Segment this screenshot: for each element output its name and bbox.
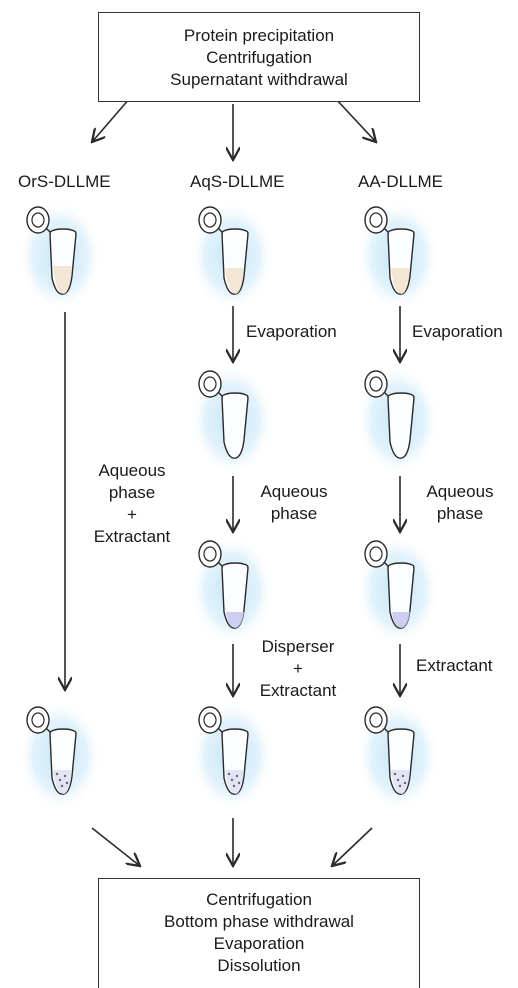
label-ors-reagents: Aqueous phase + Extractant xyxy=(86,460,178,548)
label-ors-reagents-4: Extractant xyxy=(86,526,178,548)
label-aqs-disperser-3: Extractant xyxy=(250,680,346,702)
label-aa-aqueous-1: Aqueous xyxy=(420,481,500,503)
label-aqs-disperser: Disperser + Extractant xyxy=(250,636,346,702)
tube-aqs-sample xyxy=(190,201,274,311)
label-ors-reagents-3: + xyxy=(86,504,178,526)
arrow-top-to-aa xyxy=(335,98,376,142)
bottom-step-line-4: Dissolution xyxy=(99,955,419,977)
tube-aa-sample xyxy=(356,201,440,311)
bottom-step-line-3: Evaporation xyxy=(99,933,419,955)
label-aqs-aqueous-1: Aqueous xyxy=(254,481,334,503)
tube-aqs-cloudy xyxy=(190,701,274,811)
bottom-step-box: Centrifugation Bottom phase withdrawal E… xyxy=(98,878,420,988)
top-step-line-3: Supernatant withdrawal xyxy=(99,69,419,91)
label-aqs-aqueous: Aqueous phase xyxy=(254,481,334,525)
method-title-ors: OrS-DLLME xyxy=(18,172,111,192)
top-step-line-1: Protein precipitation xyxy=(99,25,419,47)
method-title-aa: AA-DLLME xyxy=(358,172,443,192)
arrow-ors-to-bottom xyxy=(92,828,140,866)
arrow-aa-to-bottom xyxy=(332,828,372,866)
bottom-step-line-2: Bottom phase withdrawal xyxy=(99,911,419,933)
top-step-line-2: Centrifugation xyxy=(99,47,419,69)
tube-aa-cloudy xyxy=(356,701,440,811)
bottom-step-line-1: Centrifugation xyxy=(99,889,419,911)
label-aa-aqueous-2: phase xyxy=(420,503,500,525)
top-step-box: Protein precipitation Centrifugation Sup… xyxy=(98,12,420,102)
tube-ors-cloudy xyxy=(18,701,102,811)
tube-aqs-evaporated xyxy=(190,365,274,475)
label-aa-extractant: Extractant xyxy=(416,655,493,677)
label-aqs-evaporation: Evaporation xyxy=(246,321,337,343)
tube-aqs-aqueous xyxy=(190,535,274,645)
label-aqs-aqueous-2: phase xyxy=(254,503,334,525)
tube-aa-evaporated xyxy=(356,365,440,475)
label-aa-aqueous: Aqueous phase xyxy=(420,481,500,525)
label-aqs-disperser-1: Disperser xyxy=(250,636,346,658)
arrow-top-to-ors xyxy=(92,98,130,142)
method-title-aqs: AqS-DLLME xyxy=(190,172,284,192)
tube-aa-aqueous xyxy=(356,535,440,645)
label-ors-reagents-1: Aqueous xyxy=(86,460,178,482)
label-aqs-disperser-2: + xyxy=(250,658,346,680)
tube-ors-sample xyxy=(18,201,102,311)
label-aa-evaporation: Evaporation xyxy=(412,321,503,343)
label-ors-reagents-2: phase xyxy=(86,482,178,504)
